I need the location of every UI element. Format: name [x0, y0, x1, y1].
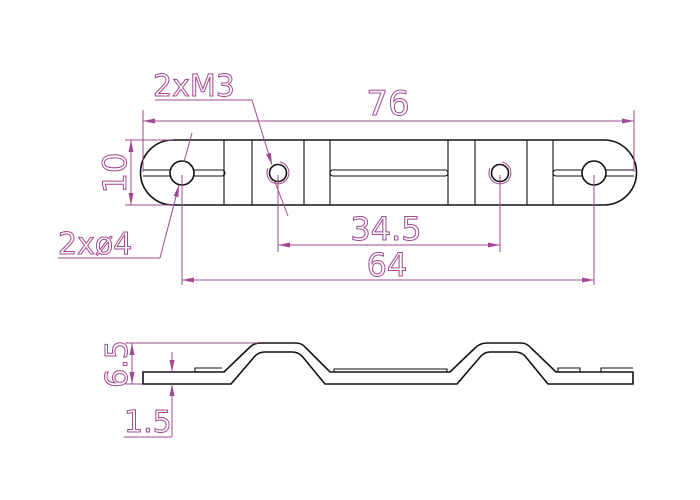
dim-64: 64 [181, 175, 595, 285]
plate-outline [139, 139, 638, 206]
dim-10: 10 [96, 139, 173, 206]
dim-76: 76 [142, 84, 635, 172]
profile-outline [142, 342, 634, 385]
dim-6-5: 6.5 [100, 340, 258, 388]
top-view: 76 10 2xM3 2xø4 34.5 [58, 69, 638, 285]
callout-m3-label: 2xM3 [153, 69, 235, 104]
dim-34-5-label: 34.5 [350, 210, 421, 248]
dim-64-label: 64 [367, 246, 408, 284]
center-groove [143, 169, 634, 177]
dim-1-5-label: 1.5 [124, 405, 172, 440]
callout-dia4-label: 2xø4 [58, 227, 132, 262]
callout-dia4: 2xø4 [58, 132, 193, 263]
dim-76-label: 76 [366, 84, 409, 124]
bend-lines [223, 140, 554, 205]
dim-34-5: 34.5 [277, 175, 501, 252]
callout-m3: 2xM3 [153, 69, 289, 217]
dim-1-5: 1.5 [124, 352, 175, 441]
dim-6-5-label: 6.5 [100, 340, 135, 388]
side-view: 6.5 1.5 [100, 340, 634, 441]
dim-10-label: 10 [96, 153, 134, 194]
